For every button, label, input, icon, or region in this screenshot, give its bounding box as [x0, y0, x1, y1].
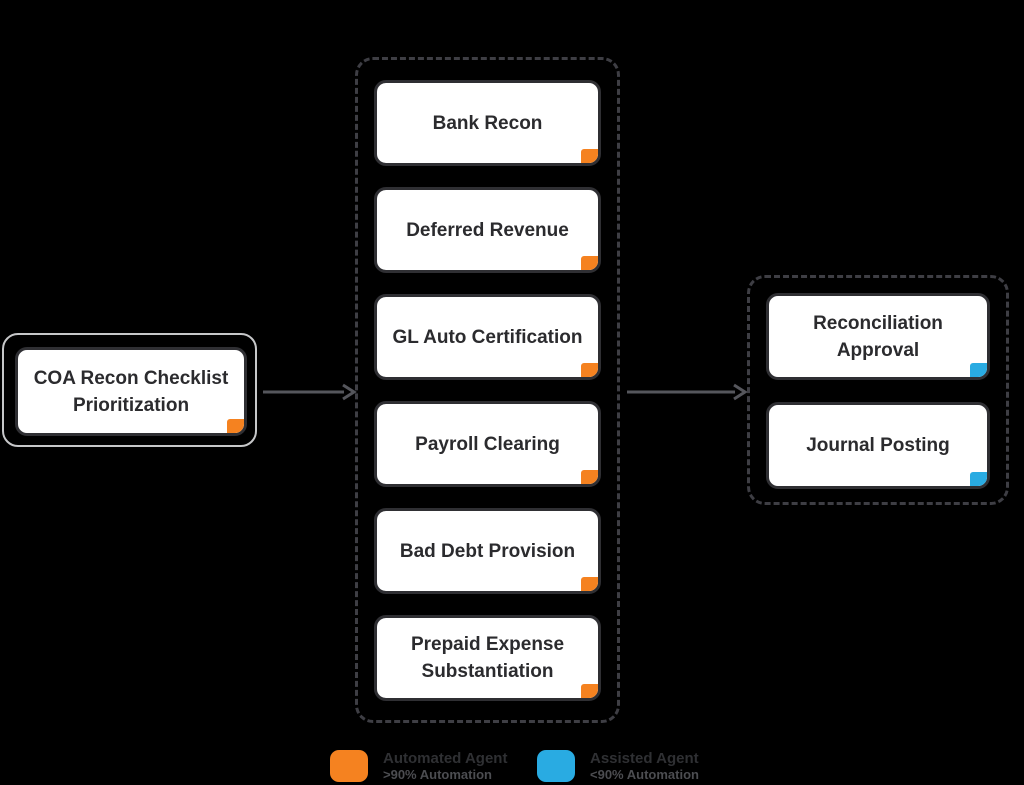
node-label: COA Recon Checklist Prioritization	[33, 367, 229, 416]
automated-corner-badge	[581, 577, 598, 591]
assisted-corner-badge	[970, 472, 987, 486]
node-bank-recon: Bank Recon	[374, 80, 601, 166]
legend-sublabel: >90% Automation	[383, 767, 492, 782]
middle-task-group: Bank Recon Deferred Revenue GL Auto Cert…	[355, 57, 620, 723]
arrow-middle-to-right	[627, 383, 748, 401]
automated-corner-badge	[581, 470, 598, 484]
node-reconciliation-approval: Reconciliation Approval	[766, 293, 990, 380]
node-prepaid-expense-substantiation: Prepaid Expense Substantiation	[374, 615, 601, 701]
legend-label: Automated Agent	[383, 750, 508, 767]
node-label: Bank Recon	[432, 112, 543, 134]
node-label: Payroll Clearing	[415, 433, 560, 455]
node-label: Reconciliation Approval	[813, 312, 943, 361]
node-label: GL Auto Certification	[392, 326, 583, 348]
node-label: Prepaid Expense Substantiation	[410, 634, 565, 682]
automated-agent-swatch	[330, 750, 368, 782]
legend-item-assisted-agent: Assisted Agent <90% Automation	[537, 750, 699, 782]
node-deferred-revenue: Deferred Revenue	[374, 187, 601, 273]
legend-sublabel: <90% Automation	[590, 767, 699, 782]
assisted-corner-badge	[970, 363, 987, 377]
node-gl-auto-certification: GL Auto Certification	[374, 294, 601, 380]
node-coa-recon-checklist-prioritization: COA Recon Checklist Prioritization	[15, 347, 247, 436]
arrow-start-to-middle	[263, 383, 357, 401]
automated-corner-badge	[581, 149, 598, 163]
node-label: Deferred Revenue	[406, 219, 569, 241]
legend-label: Assisted Agent	[590, 750, 699, 767]
node-label: Journal Posting	[806, 435, 950, 456]
start-node-outline: COA Recon Checklist Prioritization	[2, 333, 257, 447]
automated-corner-badge	[227, 419, 244, 433]
automated-corner-badge	[581, 684, 598, 698]
assisted-agent-swatch	[537, 750, 575, 782]
automated-corner-badge	[581, 256, 598, 270]
node-label: Bad Debt Provision	[399, 540, 576, 562]
legend-item-automated-agent: Automated Agent >90% Automation	[330, 750, 507, 782]
node-journal-posting: Journal Posting	[766, 402, 990, 489]
node-payroll-clearing: Payroll Clearing	[374, 401, 601, 487]
node-bad-debt-provision: Bad Debt Provision	[374, 508, 601, 594]
automated-corner-badge	[581, 363, 598, 377]
right-task-group: Reconciliation Approval Journal Posting	[747, 275, 1009, 505]
